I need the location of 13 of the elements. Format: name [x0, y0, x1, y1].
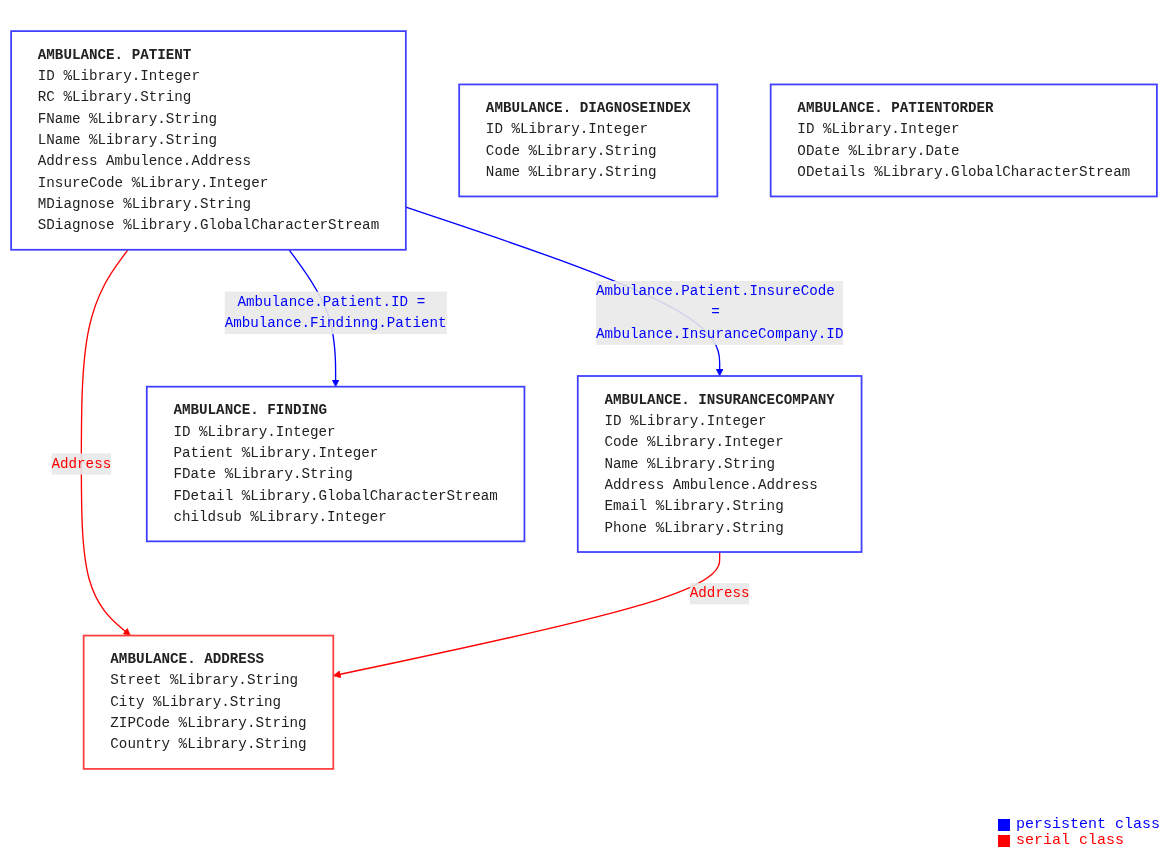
node-box: AMBULANCE. PATIENTORDER ID %Library.Integer ODate %Library.Date ODetails %Library.GlobalCharacterStream — [769, 83, 1158, 198]
legend-label: persistent class — [1015, 817, 1160, 833]
arrow — [80, 249, 131, 636]
node-box: AMBULANCE. FINDING ID %Library.Integer Patient %Library.Integer FDate %Library.String FDetail %Library.GlobalCharacterStream childsub %Library.Integer — [145, 385, 526, 543]
node-box: AMBULANCE. PATIENT ID %Library.Integer RC %Library.String FName %Library.String LName %Library.String Address Ambulence.Address InsureCode %Library.Integer MDiagnose %Library.String SDiagnose %Library.GlobalCharacterStream — [10, 30, 407, 251]
edge-label: Ambulance.Patient.ID = Ambulance.Findinng.Patient — [224, 294, 447, 332]
edge-label: Address — [689, 585, 750, 602]
node-box: AMBULANCE. INSURANCECOMPANY ID %Library.Integer Code %Library.Integer Name %Library.String Address Ambulence.Address Email %Library.String Phone %Library.String — [576, 375, 863, 553]
node-box: AMBULANCE. DIAGNOSEINDEX ID %Library.Integer Code %Library.String Name %Library.String — [458, 83, 719, 198]
node-box: AMBULANCE. ADDRESS Street %Library.String City %Library.String ZIPCode %Library.String Country %Library.String — [82, 634, 335, 770]
edge-label: Address — [51, 455, 112, 472]
edge-label: Ambulance.Patient.InsureCode = Ambulance.InsuranceCompany.ID — [595, 283, 844, 343]
legend-label: serial class — [1015, 833, 1124, 849]
